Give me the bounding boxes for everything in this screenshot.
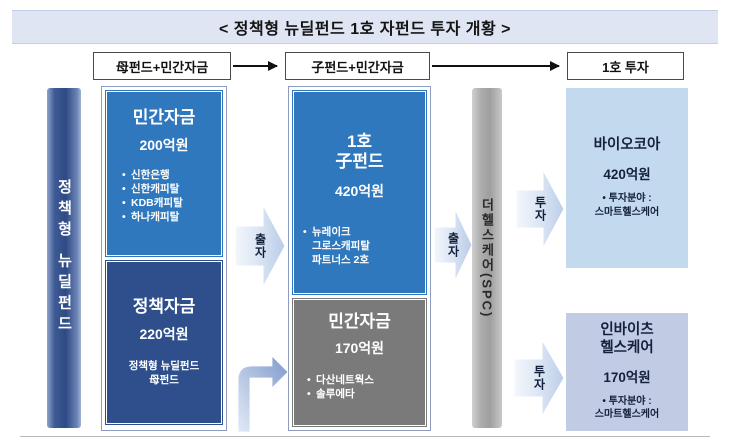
private-capital-170-amount: 170억원	[334, 339, 385, 356]
sub-fund-manager-line3: 파트너스 2호	[312, 254, 370, 267]
policy-newdeal-fund-bar: 정책형 뉴딜펀드	[47, 88, 81, 428]
header-arrow-1-icon	[233, 61, 278, 71]
sub-fund-manager-line2: 그로스캐피탈	[312, 240, 370, 253]
investee-invites-amount: 170억원	[603, 369, 651, 385]
list-item: 신한은행	[122, 168, 183, 182]
arrow-investment-1: 투자	[514, 166, 566, 252]
box-policy-capital-220: 정책자금 220억원 정책형 뉴딜펀드 母펀드	[105, 260, 223, 425]
private-capital-170-investors: 다산네트웍스 솔루에타	[306, 373, 374, 402]
arrow-contribution-2-label: 출자	[446, 232, 460, 258]
box-private-capital-200: 민간자금 200억원 신한은행 신한캐피탈 KDB캐피탈 하나캐피탈	[105, 90, 223, 257]
list-item: 하나캐피탈	[122, 210, 183, 224]
investee-biocoa-field-line2: 스마트헬스케어	[594, 206, 660, 218]
investee-biocoa-amount: 420억원	[603, 167, 651, 183]
center-fund-stack: 1호 子펀드 420억원 뉴레이크 그로스캐피탈 파트너스 2호 민간자금 17…	[288, 86, 431, 431]
investee-invites-field-line1: • 투자분야 :	[602, 395, 652, 407]
arrow-investment-1-label: 투자	[533, 196, 547, 222]
header-arrow-2-icon	[432, 61, 560, 71]
sub-fund-amount: 420억원	[334, 183, 385, 200]
arrow-elbow-to-private-capital-icon	[237, 355, 289, 432]
chevron-right-icon	[433, 208, 473, 282]
chevron-right-icon	[234, 204, 286, 288]
arrow-investment-2: 투자	[512, 336, 566, 420]
investee-biocoa-name: 바이오코아	[593, 136, 661, 153]
policy-capital-220-title: 정책자금	[132, 297, 196, 316]
private-capital-200-amount: 200억원	[139, 136, 189, 153]
spc-the-healthcare-bar: 더헬스케어(SPC)	[472, 88, 502, 428]
investee-invites-name-line2: 헬스케어	[600, 339, 654, 356]
spc-the-healthcare-label: 더헬스케어(SPC)	[479, 197, 495, 319]
arrow-contribution-1: 출자	[233, 200, 287, 292]
investee-biocoa-field-line1: • 투자분야 :	[602, 193, 652, 205]
policy-capital-note-line2: 母펀드	[149, 373, 179, 386]
diagram-title-bar: < 정책형 뉴딜펀드 1호 자펀드 투자 개황 >	[12, 10, 718, 44]
sub-fund-manager-line1: 뉴레이크	[312, 226, 351, 239]
bottom-divider	[20, 436, 710, 437]
box-private-capital-170: 민간자금 170억원 다산네트웍스 솔루에타	[292, 298, 427, 427]
header-step-parent-fund: 母펀드+민간자금	[93, 52, 231, 80]
private-capital-200-investors: 신한은행 신한캐피탈 KDB캐피탈 하나캐피탈	[121, 168, 183, 225]
private-capital-170-title: 민간자금	[328, 312, 391, 331]
investee-invites-field: • 투자분야 : 스마트헬스케어	[595, 395, 659, 422]
investee-invites-field-line2: 스마트헬스케어	[594, 409, 660, 421]
policy-newdeal-fund-label: 정책형 뉴딜펀드	[55, 179, 73, 337]
sub-fund-title-line2: 子펀드	[335, 151, 384, 171]
policy-capital-220-amount: 220억원	[139, 325, 189, 342]
sub-fund-manager: 뉴레이크 그로스캐피탈 파트너스 2호	[302, 225, 370, 268]
private-capital-200-title: 민간자금	[132, 108, 196, 127]
list-item: 신한캐피탈	[122, 182, 183, 196]
list-item: 다산네트웍스	[307, 373, 374, 387]
investee-biocoa-field: • 투자분야 : 스마트헬스케어	[595, 192, 659, 219]
arrow-contribution-1-label: 출자	[253, 233, 267, 259]
header-step-sub-fund: 子펀드+민간자금	[285, 52, 430, 80]
page-title: < 정책형 뉴딜펀드 1호 자펀드 투자 개황 >	[218, 21, 511, 38]
arrow-investment-2-label: 투자	[532, 365, 546, 391]
box-investee-invites-healthcare: 인바이츠 헬스케어 170억원 • 투자분야 : 스마트헬스케어	[566, 313, 688, 431]
list-item: 솔루에타	[307, 387, 374, 401]
list-item: 뉴레이크 그로스캐피탈 파트너스 2호	[303, 225, 370, 268]
box-sub-fund-420: 1호 子펀드 420억원 뉴레이크 그로스캐피탈 파트너스 2호	[292, 90, 427, 295]
box-investee-biocoa: 바이오코아 420억원 • 투자분야 : 스마트헬스케어	[566, 88, 688, 268]
policy-capital-220-note: 정책형 뉴딜펀드 母펀드	[129, 359, 200, 387]
investee-invites-name: 인바이츠 헬스케어	[600, 322, 653, 357]
chevron-right-icon	[515, 169, 565, 249]
left-capital-stack: 민간자금 200억원 신한은행 신한캐피탈 KDB캐피탈 하나캐피탈 정책자금 …	[101, 86, 227, 431]
header-step-investment: 1호 투자	[567, 52, 684, 80]
arrow-contribution-2: 출자	[433, 205, 473, 285]
chevron-right-icon	[513, 338, 565, 418]
sub-fund-title-line1: 1호	[346, 132, 373, 151]
sub-fund-title: 1호 子펀드	[335, 132, 383, 171]
policy-capital-note-line1: 정책형 뉴딜펀드	[128, 359, 200, 372]
investee-invites-name-line1: 인바이츠	[600, 322, 654, 339]
list-item: KDB캐피탈	[122, 196, 183, 210]
